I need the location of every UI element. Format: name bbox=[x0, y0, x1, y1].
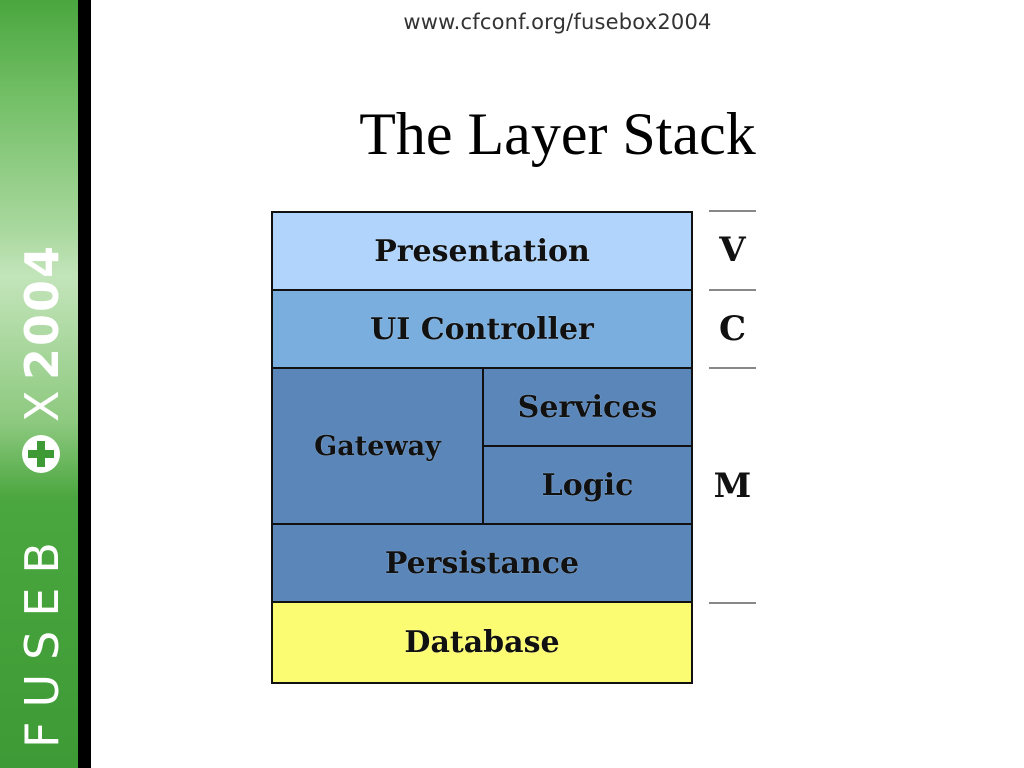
logo-fuse-text: FUSEB bbox=[15, 528, 69, 748]
fusebox-logo: FUSEB X 2004 bbox=[0, 0, 78, 768]
logo-year-text: 2004 bbox=[15, 244, 69, 380]
mvc-divider-bottom bbox=[709, 602, 756, 604]
mvc-model-label: M bbox=[713, 466, 752, 506]
layer-persistance: Persistance bbox=[271, 523, 693, 603]
mvc-divider-view-controller bbox=[709, 289, 756, 291]
layer-stack-diagram: Presentation UI Controller Gateway Servi… bbox=[271, 211, 693, 684]
layer-logic: Logic bbox=[482, 445, 693, 525]
fusebox-logo-graphic: FUSEB X 2004 bbox=[15, 244, 69, 748]
layer-services: Services bbox=[482, 367, 693, 447]
layer-database: Database bbox=[271, 601, 693, 684]
mvc-divider-controller-model bbox=[709, 367, 756, 369]
sidebar-band bbox=[0, 0, 78, 768]
sidebar-rule bbox=[78, 0, 91, 768]
power-plug-icon bbox=[22, 435, 60, 473]
mvc-view-label: V bbox=[719, 230, 746, 270]
logo-x-text: X bbox=[15, 390, 69, 422]
layer-presentation: Presentation bbox=[271, 211, 693, 291]
mvc-divider-top bbox=[709, 210, 756, 212]
conference-url: www.cfconf.org/fusebox2004 bbox=[403, 10, 712, 34]
mvc-controller-label: C bbox=[718, 309, 747, 349]
layer-gateway: Gateway bbox=[271, 367, 484, 525]
layer-ui-controller: UI Controller bbox=[271, 289, 693, 369]
slide-title: The Layer Stack bbox=[359, 101, 756, 167]
